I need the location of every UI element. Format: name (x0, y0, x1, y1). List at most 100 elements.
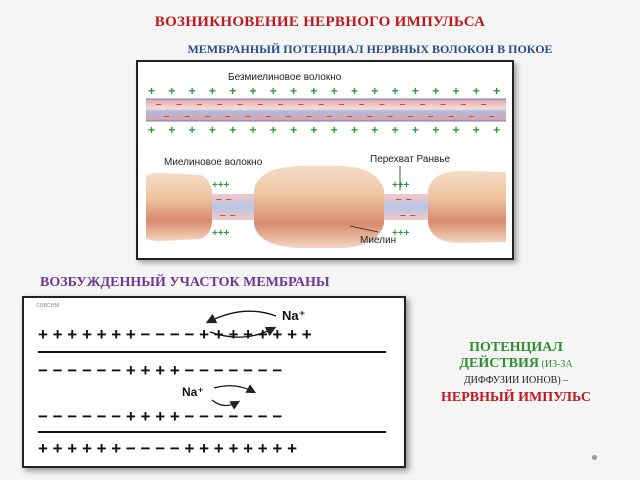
node-minus-charge: – (406, 194, 412, 205)
unmyelinated-axon (146, 99, 506, 121)
node-minus-charge: – (220, 210, 226, 221)
node-minus-charge: – (230, 210, 236, 221)
plus-charge: + (209, 123, 216, 137)
minus-charge: – (469, 111, 475, 122)
caption-line-1: ПОТЕНЦИАЛ (469, 340, 563, 355)
plus-charge: + (310, 84, 317, 98)
plus-charge: + (270, 84, 277, 98)
node-minus-charge: – (226, 194, 232, 205)
myelin-sheath-2 (254, 166, 384, 248)
minus-charge: – (197, 99, 203, 110)
node-1-plus-top: +++ (212, 180, 230, 191)
action-potential-diagram: + + + + + + + − − − − + + + + + + + + − … (22, 296, 406, 468)
plus-charge: + (250, 84, 257, 98)
plus-charge: + (473, 123, 480, 137)
na-arrow-mid (213, 384, 257, 394)
myelin-sheath-3 (428, 171, 506, 243)
membrane-row-1: + + + + + + + − − − − + + + + + + + + (38, 325, 312, 344)
minus-charge: – (400, 99, 406, 110)
page-subtitle: МЕМБРАННЫЙ ПОТЕНЦИАЛ НЕРВНЫХ ВОЛОКОН В П… (187, 42, 553, 56)
minus-charge: – (481, 99, 487, 110)
slide-bullet-dot (592, 455, 597, 460)
membrane-row-3: − − − − − − + + + + − − − − − − − (38, 407, 282, 426)
minus-charge: – (379, 99, 385, 110)
plus-charge: + (270, 123, 277, 137)
plus-charge: + (392, 123, 399, 137)
node-minus-charge: – (216, 194, 222, 205)
node-minus-charge: – (396, 194, 402, 205)
faint-note: совсем (36, 302, 60, 309)
minus-charge: – (489, 111, 495, 122)
action-potential-caption: ПОТЕНЦИАЛ ДЕЙСТВИЯ (ИЗ-ЗА ДИФФУЗИИ ИОНОВ… (416, 340, 616, 407)
page-title: ВОЗНИКНОВЕНИЕ НЕРВНОГО ИМПУЛЬСА (154, 14, 486, 30)
outer-plus-row-bottom: ++++++++++++++++++ (148, 123, 500, 137)
minus-charge: – (237, 99, 243, 110)
minus-charge: – (359, 99, 365, 110)
minus-charge: – (266, 111, 272, 122)
minus-charge: – (184, 111, 190, 122)
minus-charge: – (286, 111, 292, 122)
plus-charge: + (189, 84, 196, 98)
minus-charge: – (448, 111, 454, 122)
minus-charge: – (217, 99, 223, 110)
minus-charge: – (339, 99, 345, 110)
membrane-row-2: − − − − − − + + + + − − − − − − − (38, 361, 282, 380)
myelin-sheath-1 (146, 172, 212, 242)
node-2-plus-top: +++ (392, 180, 410, 191)
plus-charge: + (290, 84, 297, 98)
minus-charge: – (367, 111, 373, 122)
minus-charge: – (318, 99, 324, 110)
caption-line-2-main: ДЕЙСТВИЯ (459, 356, 540, 371)
minus-charge: – (298, 99, 304, 110)
na-ion-label-mid: Na⁺ (182, 385, 204, 399)
plus-charge: + (148, 123, 155, 137)
minus-charge: – (205, 111, 211, 122)
minus-charge: – (258, 99, 264, 110)
plus-charge: + (473, 84, 480, 98)
caption-line-3: ДИФФУЗИИ ИОНОВ) – (463, 375, 569, 386)
minus-charge: – (245, 111, 251, 122)
plus-charge: + (351, 84, 358, 98)
plus-charge: + (209, 84, 216, 98)
plus-charge: + (148, 84, 155, 98)
minus-charge: – (164, 111, 170, 122)
outer-plus-row-top: ++++++++++++++++++ (148, 84, 500, 98)
excited-membrane-label: ВОЗБУЖДЕННЫЙ УЧАСТОК МЕМБРАНЫ (40, 275, 330, 290)
minus-charge: – (461, 99, 467, 110)
minus-charge: – (176, 99, 182, 110)
plus-charge: + (453, 123, 460, 137)
minus-charge: – (326, 111, 332, 122)
plus-charge: + (229, 84, 236, 98)
minus-charge: – (278, 99, 284, 110)
caption-line-4: НЕРВНЫЙ ИМПУЛЬС (440, 390, 591, 405)
minus-charge: – (440, 99, 446, 110)
plus-charge: + (432, 123, 439, 137)
plus-charge: + (493, 123, 500, 137)
plus-charge: + (493, 84, 500, 98)
plus-charge: + (189, 123, 196, 137)
node-of-ranvier-label: Перехват Ранвье (370, 154, 450, 165)
membrane-illustration: + + + + + + + − − − − + + + + + + + + − … (38, 308, 386, 458)
node-1-plus-bottom: +++ (212, 228, 230, 239)
na-arrow-mid-2 (211, 399, 241, 410)
minus-charge: – (156, 99, 162, 110)
minus-charge: – (408, 111, 414, 122)
node-minus-charge: – (410, 210, 416, 221)
fiber-illustration: Безмиелиновое волокно ++++++++++++++++++… (146, 72, 506, 248)
myelin-label: Миелин (360, 235, 396, 246)
plus-charge: + (351, 123, 358, 137)
na-arrow-top-return (209, 326, 277, 338)
minus-charge: – (225, 111, 231, 122)
node-minus-marks: –––––––– (216, 194, 416, 221)
minus-charge: – (347, 111, 353, 122)
resting-potential-diagram: Безмиелиновое волокно ++++++++++++++++++… (136, 60, 514, 260)
node-minus-charge: – (400, 210, 406, 221)
plus-charge: + (290, 123, 297, 137)
node-2-plus-bottom: +++ (392, 228, 410, 239)
plus-charge: + (371, 123, 378, 137)
plus-charge: + (168, 123, 175, 137)
plus-charge: + (412, 84, 419, 98)
plus-charge: + (250, 123, 257, 137)
plus-charge: + (412, 123, 419, 137)
caption-line-2: ДЕЙСТВИЯ (ИЗ-ЗА (416, 356, 616, 373)
